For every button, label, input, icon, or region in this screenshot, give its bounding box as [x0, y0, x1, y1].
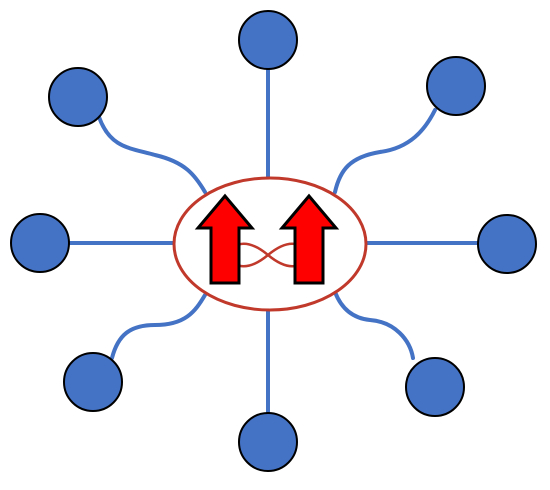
node-top-right [426, 56, 486, 116]
node-left [10, 213, 70, 273]
up-arrow-icon [278, 193, 340, 285]
nodes-group [10, 10, 537, 472]
up-arrow-icon [194, 193, 256, 285]
node-top [238, 10, 298, 70]
node-right [477, 214, 537, 274]
core-ellipse [172, 176, 368, 312]
link-bottom-right [333, 290, 415, 360]
node-bottom-right [405, 357, 465, 417]
node-bottom-left [63, 352, 123, 412]
link-top-left [97, 115, 207, 194]
links-group [66, 68, 484, 422]
link-top-right [333, 108, 437, 194]
node-bottom [238, 412, 298, 472]
link-bottom-left [110, 293, 207, 360]
node-top-left [48, 67, 108, 127]
